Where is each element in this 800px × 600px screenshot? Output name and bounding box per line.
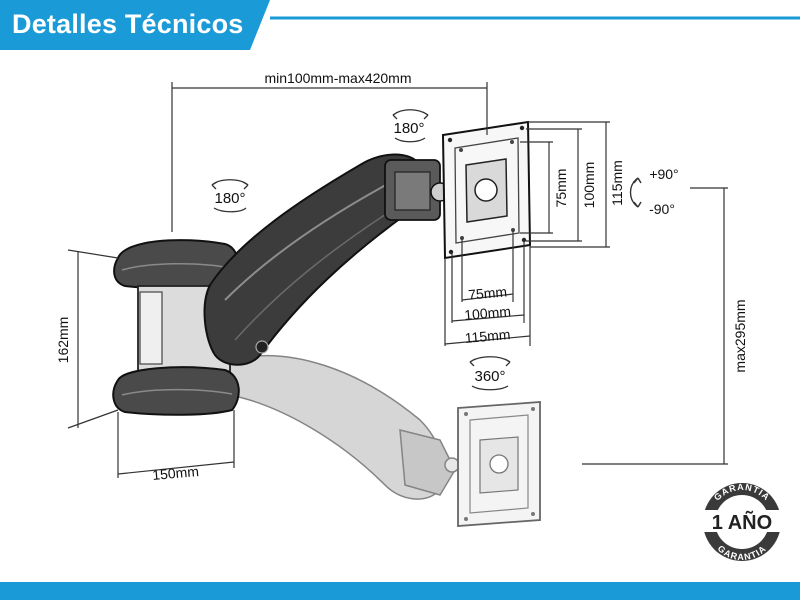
rotation-arrow-swivel [469,356,511,391]
title-tab-shape [0,0,270,50]
vesa-horizontal-dimensions [444,230,531,346]
base-width-dimension [117,410,235,478]
vesa-h-75-label: 75mm [467,283,507,302]
header-band [0,0,800,50]
warranty-seal: GARANTIA GARANTIA 1 AÑO [700,482,784,562]
vesa-v-115-label: 115mm [609,160,625,206]
max-height-label: max295mm [732,299,748,372]
lower-arm-ghost [229,354,460,500]
tilt-down-label: -90° [649,201,675,217]
base-height-dimension [67,249,119,429]
rotation-label-top: 180° [393,120,424,137]
tilt-arrow [629,177,642,208]
footer-bar [0,582,800,600]
lower-vesa-plate-ghost [457,401,541,527]
desk-clamp [112,239,240,416]
arm-reach-dimension [171,82,488,232]
vesa-v-75-label: 75mm [553,169,569,208]
warranty-center-text: 1 AÑO [712,511,772,534]
vesa-vertical-dimensions [520,121,610,248]
base-height-label: 162mm [55,317,71,364]
rotation-label-left: 180° [214,190,245,207]
vesa-v-100-label: 100mm [581,162,597,209]
max-height-dimension [582,187,728,465]
vesa-plate [441,120,532,260]
arm-reach-label: min100mm-max420mm [264,70,411,86]
vesa-h-115-label: 115mm [464,326,511,346]
tilt-up-label: +90° [649,166,678,182]
page-title: Detalles Técnicos [12,9,244,39]
gas-spring-arm [203,153,450,366]
rotation-arrow-top [392,109,429,143]
vesa-h-100-label: 100mm [464,303,512,323]
rotation-label-swivel: 360° [474,368,505,385]
base-width-label: 150mm [152,463,200,483]
rotation-arrow-left [211,179,249,213]
